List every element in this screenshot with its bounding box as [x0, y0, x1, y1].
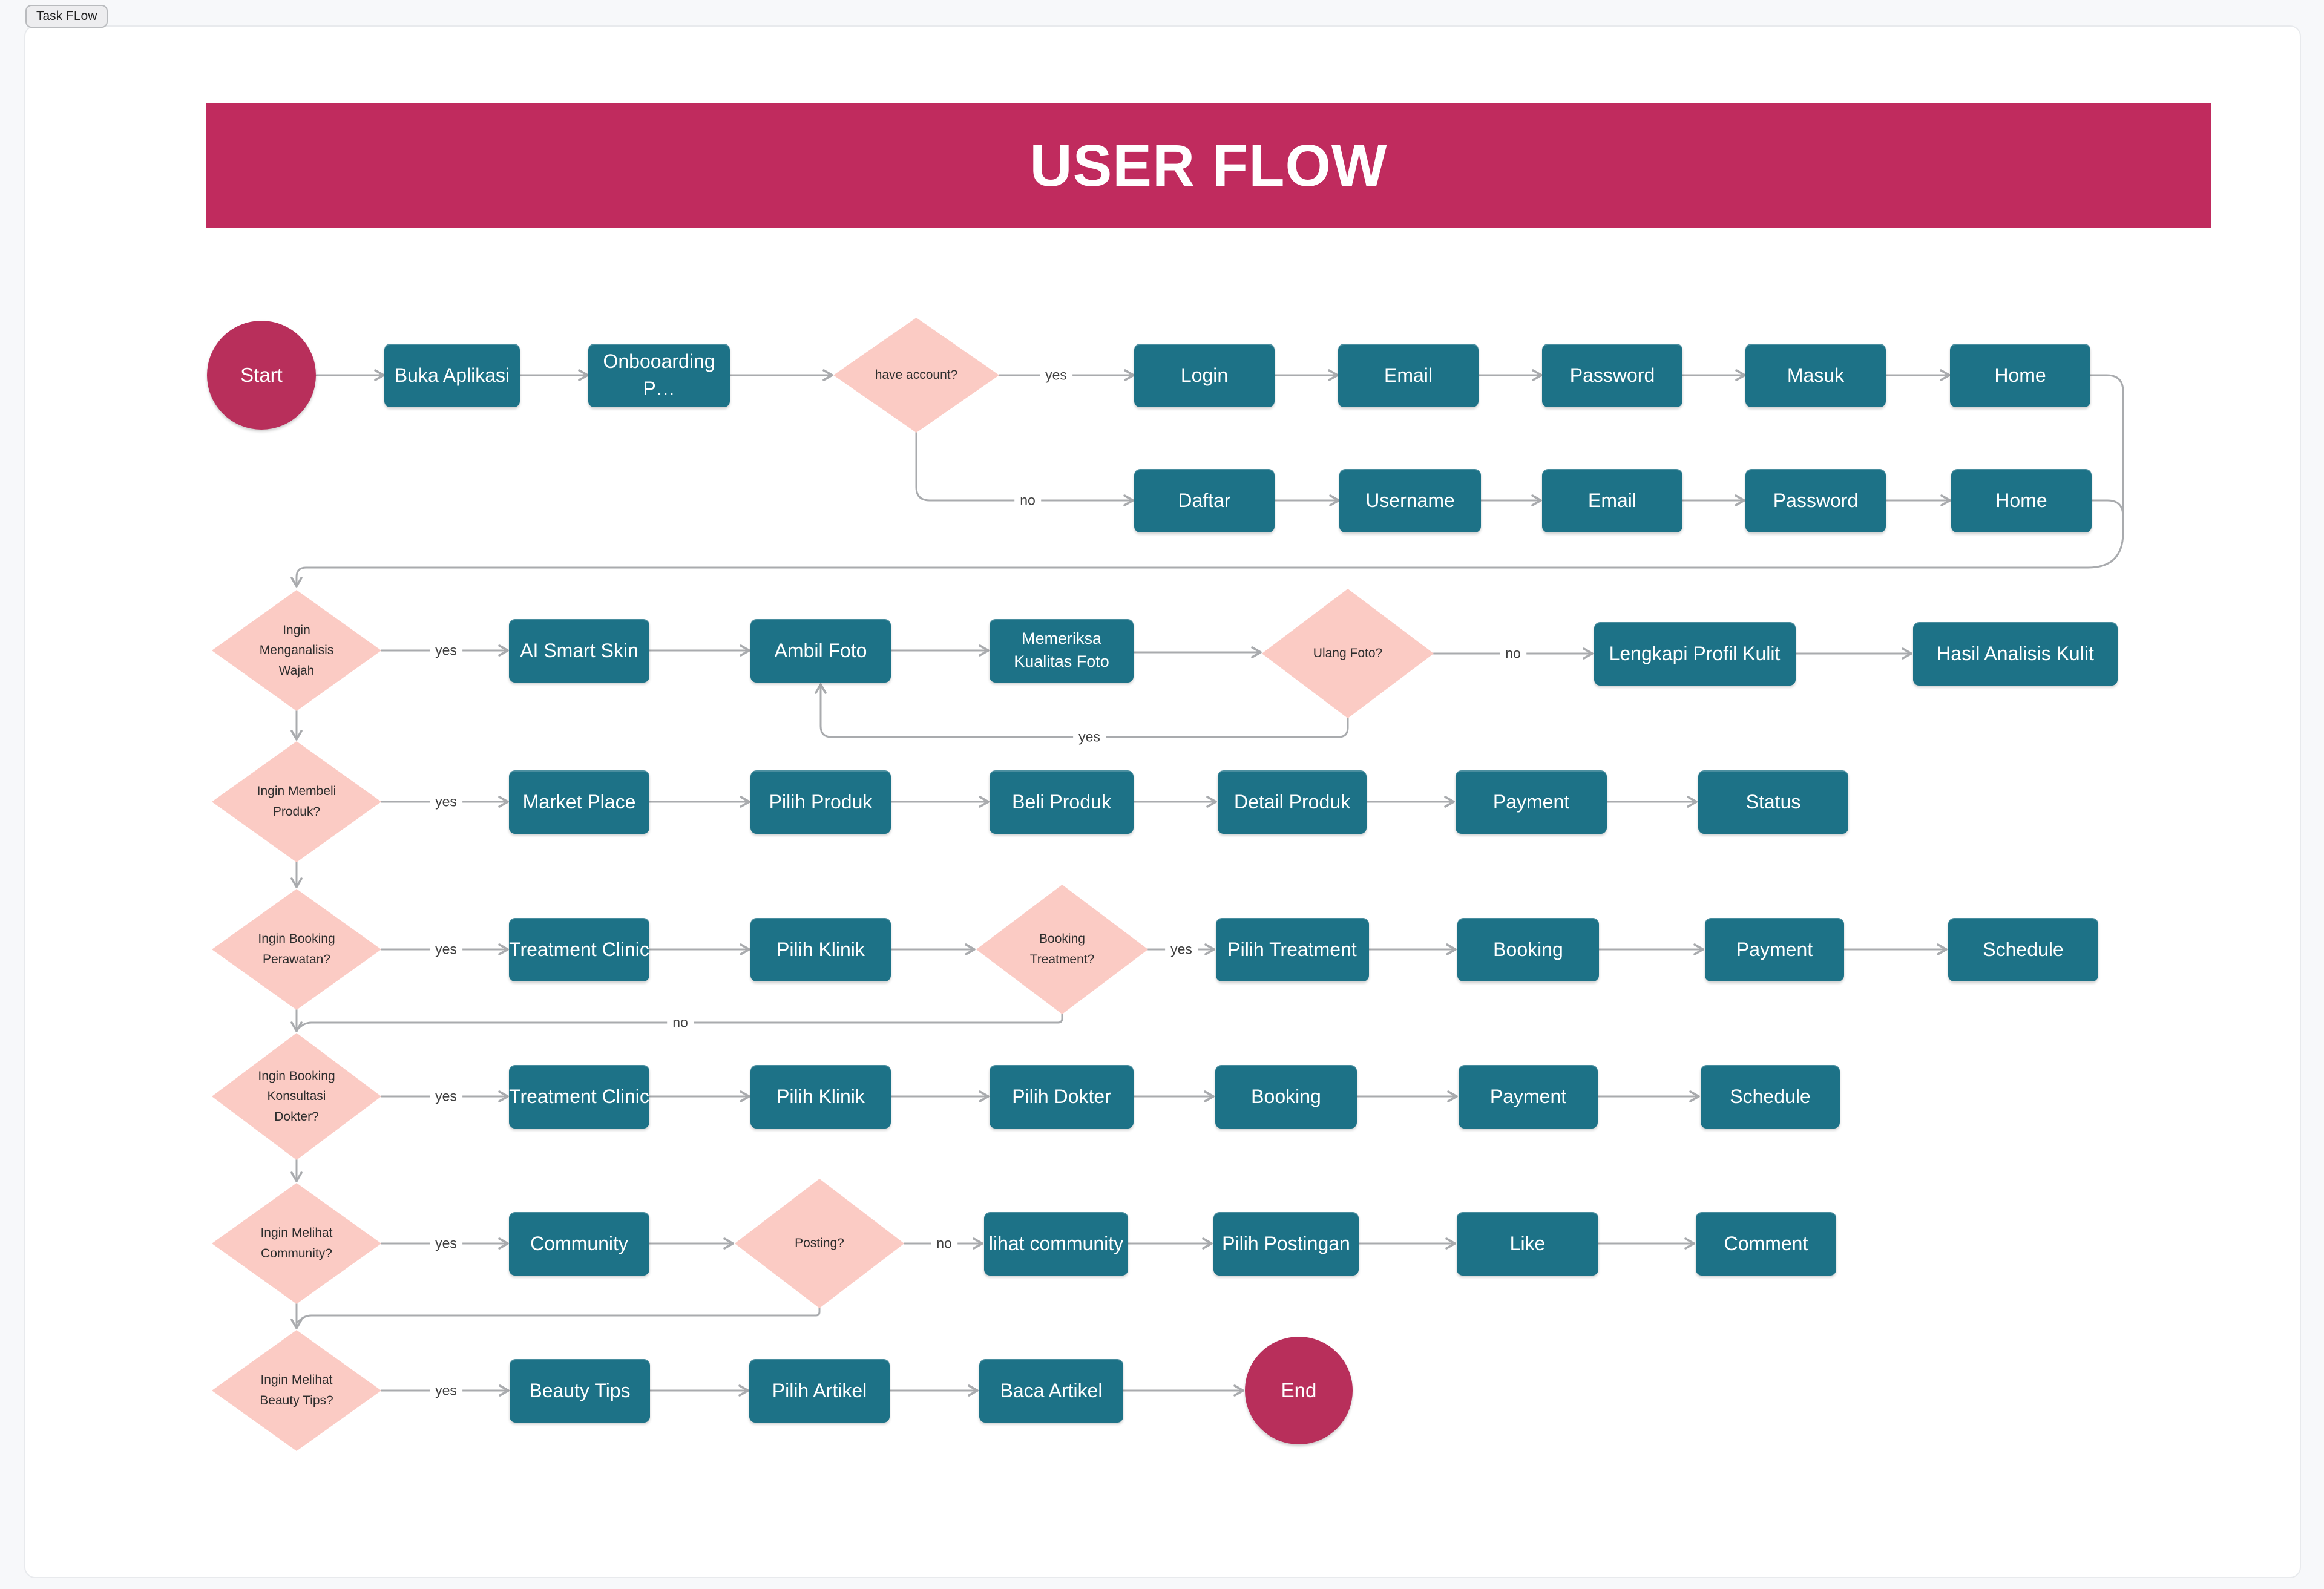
node-pilih-klinik-perawatan[interactable]: Pilih Klinik — [750, 917, 891, 981]
node-login[interactable]: Login — [1134, 343, 1275, 407]
node-hasil-analisis-kulit[interactable]: Hasil Analisis Kulit — [1913, 621, 2118, 686]
node-pilih-klinik-dokter[interactable]: Pilih Klinik — [750, 1064, 891, 1129]
title-banner: USER FLOW — [206, 103, 2211, 228]
node-schedule-perawatan[interactable]: Schedule — [1948, 917, 2098, 981]
node-baca-artikel[interactable]: Baca Artikel — [979, 1358, 1123, 1423]
node-treatment-clinic-perawatan[interactable]: Treatment Clinic — [509, 917, 649, 981]
node-memeriksa-kualitas-foto[interactable]: Memeriksa Kualitas Foto — [990, 618, 1134, 683]
node-beauty-tips[interactable]: Beauty Tips — [510, 1358, 650, 1423]
node-home-login[interactable]: Home — [1950, 343, 2090, 407]
edge-label-yes: yes — [1040, 366, 1072, 384]
node-booking-dokter[interactable]: Booking — [1215, 1064, 1357, 1129]
node-password-login[interactable]: Password — [1542, 343, 1682, 407]
edge-label-no: no — [1014, 491, 1041, 509]
node-beli-produk[interactable]: Beli Produk — [990, 770, 1134, 834]
node-schedule-dokter[interactable]: Schedule — [1701, 1064, 1840, 1129]
node-daftar[interactable]: Daftar — [1134, 468, 1275, 532]
node-pilih-dokter[interactable]: Pilih Dokter — [990, 1064, 1134, 1129]
node-payment-perawatan[interactable]: Payment — [1705, 917, 1844, 981]
node-email-daftar[interactable]: Email — [1542, 468, 1682, 532]
node-lengkapi-profil-kulit[interactable]: Lengkapi Profil Kulit — [1594, 621, 1796, 686]
node-treatment-clinic-dokter[interactable]: Treatment Clinic — [509, 1064, 649, 1129]
edge-label-yes: yes — [1073, 728, 1106, 746]
node-start[interactable]: Start — [207, 321, 316, 430]
node-payment-produk[interactable]: Payment — [1456, 770, 1607, 834]
node-home-daftar[interactable]: Home — [1951, 468, 2092, 532]
node-detail-produk[interactable]: Detail Produk — [1218, 770, 1367, 834]
node-comment[interactable]: Comment — [1696, 1211, 1836, 1276]
edge-label-no: no — [667, 1014, 694, 1032]
node-community[interactable]: Community — [509, 1211, 649, 1276]
node-booking-perawatan[interactable]: Booking — [1457, 917, 1599, 981]
node-email-login[interactable]: Email — [1338, 343, 1479, 407]
node-pilih-produk[interactable]: Pilih Produk — [750, 770, 891, 834]
edge-label-yes: yes — [430, 641, 462, 660]
flow-connector — [295, 1307, 821, 1324]
edge-label-no: no — [931, 1234, 957, 1253]
node-buka-aplikasi[interactable]: Buka Aplikasi — [384, 343, 520, 407]
node-end[interactable]: End — [1245, 1337, 1353, 1444]
node-pilih-postingan[interactable]: Pilih Postingan — [1213, 1211, 1359, 1276]
node-like[interactable]: Like — [1457, 1211, 1598, 1276]
flow-connector — [290, 374, 2124, 588]
edge-label-no: no — [1500, 644, 1526, 663]
edge-label-yes: yes — [430, 1234, 462, 1253]
node-lihat-community[interactable]: lihat community — [984, 1211, 1128, 1276]
node-masuk[interactable]: Masuk — [1745, 343, 1886, 407]
node-pilih-artikel[interactable]: Pilih Artikel — [749, 1358, 890, 1423]
node-ai-smart-skin[interactable]: AI Smart Skin — [509, 618, 649, 683]
node-password-daftar[interactable]: Password — [1745, 468, 1886, 532]
node-onboarding-p[interactable]: Onbooarding P… — [588, 343, 730, 407]
page-title: USER FLOW — [1029, 132, 1388, 198]
flow-connector — [2090, 499, 2124, 535]
edge-label-yes: yes — [430, 940, 462, 958]
node-market-place[interactable]: Market Place — [509, 770, 649, 834]
node-status[interactable]: Status — [1698, 770, 1848, 834]
edge-label-yes: yes — [430, 793, 462, 811]
task-flow-chip[interactable]: Task FLow — [25, 5, 108, 28]
node-payment-dokter[interactable]: Payment — [1459, 1064, 1598, 1129]
node-pilih-treatment[interactable]: Pilih Treatment — [1215, 917, 1369, 981]
node-ambil-foto[interactable]: Ambil Foto — [750, 618, 891, 683]
edge-label-yes: yes — [1165, 940, 1198, 958]
flow-connector — [915, 431, 1134, 506]
edge-label-yes: yes — [430, 1087, 462, 1106]
node-username[interactable]: Username — [1339, 468, 1481, 532]
edge-label-yes: yes — [430, 1381, 462, 1400]
